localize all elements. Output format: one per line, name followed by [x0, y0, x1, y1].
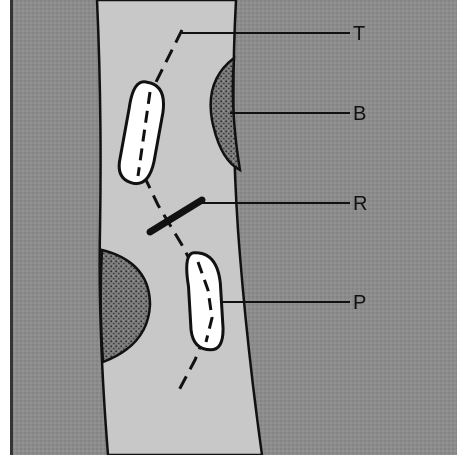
label-p: P [353, 292, 366, 314]
left-edge [0, 0, 10, 455]
label-r: R [353, 193, 367, 215]
left-edge-border [10, 0, 13, 455]
label-t: T [353, 23, 365, 45]
label-b: B [353, 103, 366, 125]
